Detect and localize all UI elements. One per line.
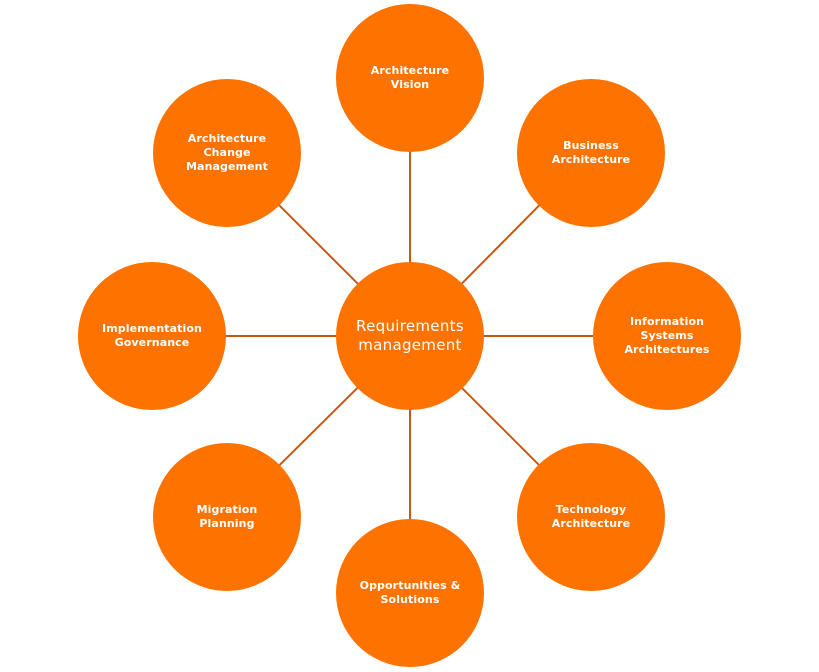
connector-migration-planning [277,385,360,468]
phase-label-migration-planning: Migration Planning [196,503,258,530]
phase-label-architecture-change-management: Architecture Change Management [186,132,268,173]
phase-node-architecture-change-management: Architecture Change Management [153,79,301,227]
connector-technology-architecture [460,386,541,467]
phase-node-technology-architecture: Technology Architecture [517,443,665,591]
phase-node-business-architecture: Business Architecture [517,79,665,227]
connector-business-architecture [459,203,542,286]
phase-label-implementation-governance: Implementation Governance [102,322,202,349]
phase-node-information-systems-architectures: Information Systems Architectures [593,262,741,410]
phase-label-business-architecture: Business Architecture [551,139,631,166]
connector-architecture-change-management [277,203,360,286]
phase-label-opportunities-solutions: Opportunities & Solutions [359,579,461,606]
phase-label-technology-architecture: Technology Architecture [551,503,631,530]
phase-label-information-systems-architectures: Information Systems Architectures [624,315,710,356]
hub-label: Requirements management [356,317,464,354]
phase-label-architecture-vision: Architecture Vision [370,64,450,91]
phase-node-migration-planning: Migration Planning [153,443,301,591]
phase-node-architecture-vision: Architecture Vision [336,4,484,152]
phase-node-opportunities-solutions: Opportunities & Solutions [336,519,484,667]
phase-node-implementation-governance: Implementation Governance [78,262,226,410]
hub-requirements-management: Requirements management [336,262,484,410]
